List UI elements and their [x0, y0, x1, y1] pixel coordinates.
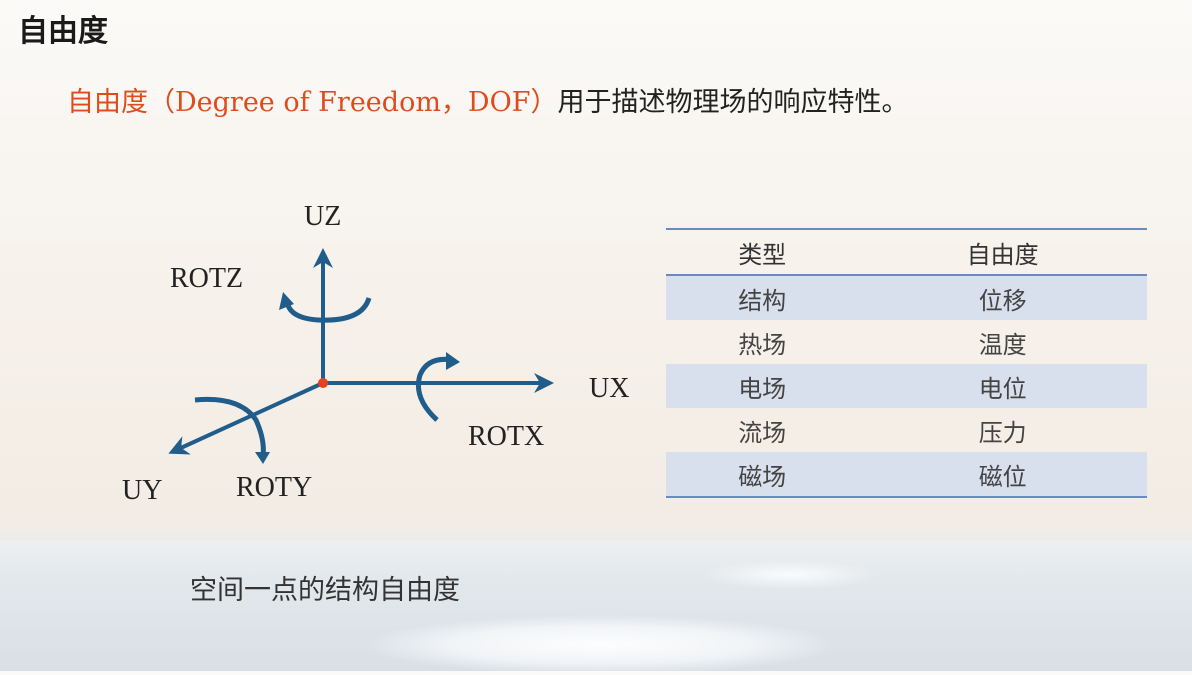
- header-dof: 自由度: [858, 228, 1147, 276]
- label-rotz: ROTZ: [170, 263, 244, 294]
- label-rotx: ROTX: [468, 421, 545, 452]
- roty-arrowhead-icon: [255, 452, 270, 464]
- slide-title: 自由度: [18, 14, 108, 49]
- rotz-arrowhead-icon: [279, 292, 294, 310]
- diagram-caption: 空间一点的结构自由度: [190, 575, 460, 606]
- roty-arc: [194, 396, 266, 457]
- uy-axis: [168, 381, 324, 455]
- cell-type: 磁场: [666, 452, 859, 498]
- cell-dof: 电位: [858, 364, 1147, 408]
- intro-rest: 用于描述物理场的响应特性。: [557, 87, 909, 118]
- rotz-arc: [284, 297, 372, 323]
- cell-dof: 磁位: [858, 452, 1147, 498]
- label-ux: UX: [589, 373, 630, 404]
- cell-dof: 温度: [978, 330, 1027, 359]
- wave-highlight-small: [700, 560, 880, 590]
- label-roty: ROTY: [236, 472, 313, 503]
- table-row: 热场 温度: [666, 320, 1147, 364]
- wave-highlight: [360, 615, 840, 675]
- label-uy: UY: [122, 475, 163, 506]
- intro-sentence: 自由度（Degree of Freedom，DOF）用于描述物理场的响应特性。: [67, 80, 908, 119]
- cell-type: 热场: [738, 330, 787, 359]
- table-row: 流场 压力: [666, 408, 1147, 452]
- table-row: 电场 电位: [666, 364, 1147, 408]
- cell-dof: 位移: [858, 275, 1147, 320]
- cell-dof: 压力: [978, 418, 1027, 447]
- rotx-arc: [415, 356, 454, 422]
- table-row: 磁场 磁位: [666, 452, 1147, 498]
- cell-type: 电场: [666, 364, 859, 408]
- table-header-row: 类型 自由度: [666, 228, 1147, 276]
- header-type: 类型: [666, 228, 859, 276]
- label-uz: UZ: [304, 201, 342, 232]
- cell-type: 结构: [666, 275, 859, 320]
- intro-highlight: 自由度（Degree of Freedom，DOF）: [67, 87, 558, 118]
- table-row: 结构 位移: [666, 275, 1147, 320]
- origin-point: [318, 378, 328, 388]
- cell-type: 流场: [738, 418, 787, 447]
- rotx-arrowhead-icon: [446, 352, 460, 370]
- dof-table: 类型 自由度 结构 位移 热场 温度 电场 电位 流场 压力 磁场 磁位: [666, 228, 1147, 498]
